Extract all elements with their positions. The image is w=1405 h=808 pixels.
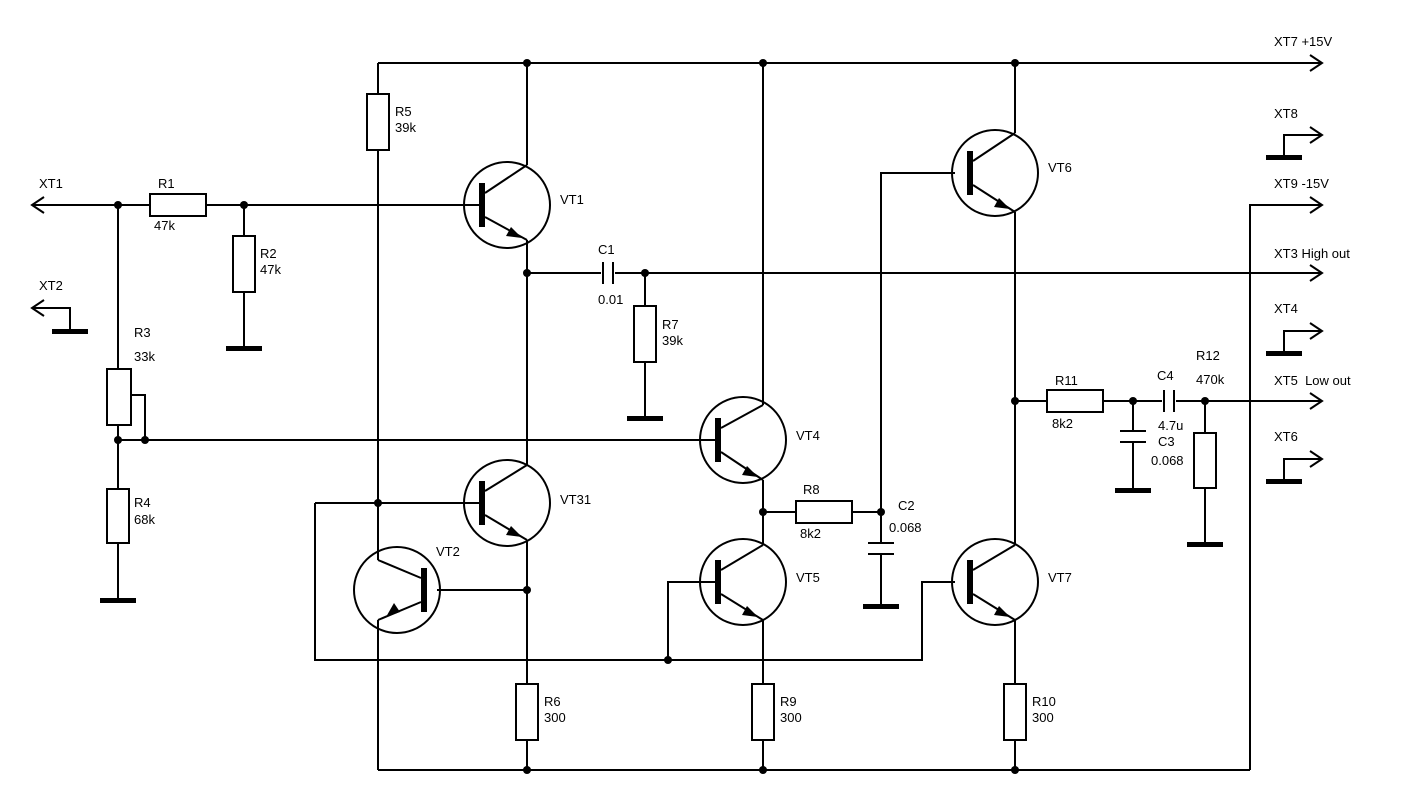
label-c1-value: 0.01 xyxy=(598,292,623,307)
label-c4-value: 4.7u xyxy=(1158,418,1183,433)
label-xt5: XT5 Low out xyxy=(1274,373,1351,388)
label-r6-ref: R6 xyxy=(544,694,561,709)
label-xt1: XT1 xyxy=(39,176,63,191)
label-c4-ref: C4 xyxy=(1157,368,1174,383)
label-r2-ref: R2 xyxy=(260,246,277,261)
xt6-connector-symbol xyxy=(1266,450,1324,484)
wires xyxy=(32,62,1322,771)
label-c1-ref: C1 xyxy=(598,242,615,257)
label-r7-ref: R7 xyxy=(662,317,679,332)
resistor-r3 xyxy=(106,368,132,426)
label-xt3: XT3 High out xyxy=(1274,246,1350,261)
label-r9-value: 300 xyxy=(780,710,802,725)
label-vt4: VT4 xyxy=(796,428,820,443)
label-r4-ref: R4 xyxy=(134,495,151,510)
resistor-r2 xyxy=(232,235,256,293)
capacitor-c3 xyxy=(1120,430,1146,443)
label-xt4: XT4 xyxy=(1274,301,1298,316)
xt4-connector-symbol xyxy=(1266,322,1324,356)
label-r10-value: 300 xyxy=(1032,710,1054,725)
transistor-vt7 xyxy=(951,538,1039,626)
label-r11-ref: R11 xyxy=(1055,373,1078,388)
resistor-r6 xyxy=(515,683,539,741)
capacitors xyxy=(602,262,1175,555)
label-r1-ref: R1 xyxy=(158,176,175,191)
label-r2-value: 47k xyxy=(260,262,281,277)
resistor-r8 xyxy=(795,500,853,524)
transistor-vt1 xyxy=(463,161,551,249)
resistor-r5 xyxy=(366,93,390,151)
label-vt1: VT1 xyxy=(560,192,584,207)
resistor-r10 xyxy=(1003,683,1027,741)
label-vt5: VT5 xyxy=(796,570,820,585)
capacitor-c1 xyxy=(602,262,614,284)
label-r9-ref: R9 xyxy=(780,694,797,709)
label-vt6: VT6 xyxy=(1048,160,1072,175)
label-r7-value: 39k xyxy=(662,333,683,348)
ground-c3 xyxy=(1115,488,1151,493)
label-vt7: VT7 xyxy=(1048,570,1072,585)
resistor-r1 xyxy=(149,193,207,217)
label-r4-value: 68k xyxy=(134,512,155,527)
transistor-vt2 xyxy=(353,546,441,634)
label-c3-ref: C3 xyxy=(1158,434,1175,449)
resistors xyxy=(106,93,1217,741)
label-r6-value: 300 xyxy=(544,710,566,725)
label-r1-value: 47k xyxy=(154,218,175,233)
label-r12-ref: R12 xyxy=(1196,348,1220,363)
component-labels: R1 47k R2 47k R3 33k R4 68k R5 39k R6 30… xyxy=(134,104,1225,725)
label-xt8: XT8 xyxy=(1274,106,1298,121)
resistor-r4 xyxy=(106,488,130,544)
xt8-connector-symbol xyxy=(1266,126,1324,160)
ground-r2 xyxy=(226,346,262,351)
junction-dots xyxy=(114,59,1209,774)
arrow-heads xyxy=(30,54,1324,410)
label-xt9: XT9 -15V xyxy=(1274,176,1329,191)
capacitor-c2 xyxy=(868,542,894,555)
connector-labels: XT1 XT2 XT7 +15V XT8 XT9 -15V XT3 High o… xyxy=(39,34,1351,444)
xt2-connector-symbol xyxy=(30,299,88,334)
label-c2-ref: C2 xyxy=(898,498,915,513)
label-xt7: XT7 +15V xyxy=(1274,34,1333,49)
label-r3-ref: R3 xyxy=(134,325,151,340)
label-r3-value: 33k xyxy=(134,349,155,364)
resistor-r12 xyxy=(1193,432,1217,489)
label-c2-value: 0.068 xyxy=(889,520,922,535)
label-r8-value: 8k2 xyxy=(800,526,821,541)
label-r5-ref: R5 xyxy=(395,104,412,119)
transistor-vt5 xyxy=(699,538,787,626)
label-xt2: XT2 xyxy=(39,278,63,293)
label-r8-ref: R8 xyxy=(803,482,820,497)
label-r11-value: 8k2 xyxy=(1052,416,1073,431)
ground-bars xyxy=(100,346,1223,609)
label-r12-value: 470k xyxy=(1196,372,1225,387)
label-r5-value: 39k xyxy=(395,120,416,135)
label-vt31: VT31 xyxy=(560,492,591,507)
transistor-vt6 xyxy=(951,129,1039,217)
ground-r7 xyxy=(627,416,663,421)
transistors xyxy=(353,129,1039,634)
ground-r12 xyxy=(1187,542,1223,547)
resistor-r9 xyxy=(751,683,775,741)
resistor-r7 xyxy=(633,305,657,363)
label-vt2: VT2 xyxy=(436,544,460,559)
capacitor-c4 xyxy=(1163,390,1175,412)
label-xt6: XT6 xyxy=(1274,429,1298,444)
label-r10-ref: R10 xyxy=(1032,694,1056,709)
ground-r4 xyxy=(100,598,136,603)
resistor-r11 xyxy=(1046,389,1104,413)
transistor-vt31 xyxy=(463,459,551,547)
label-c3-value: 0.068 xyxy=(1151,453,1184,468)
ground-c2 xyxy=(863,604,899,609)
transistor-vt4 xyxy=(699,396,787,484)
